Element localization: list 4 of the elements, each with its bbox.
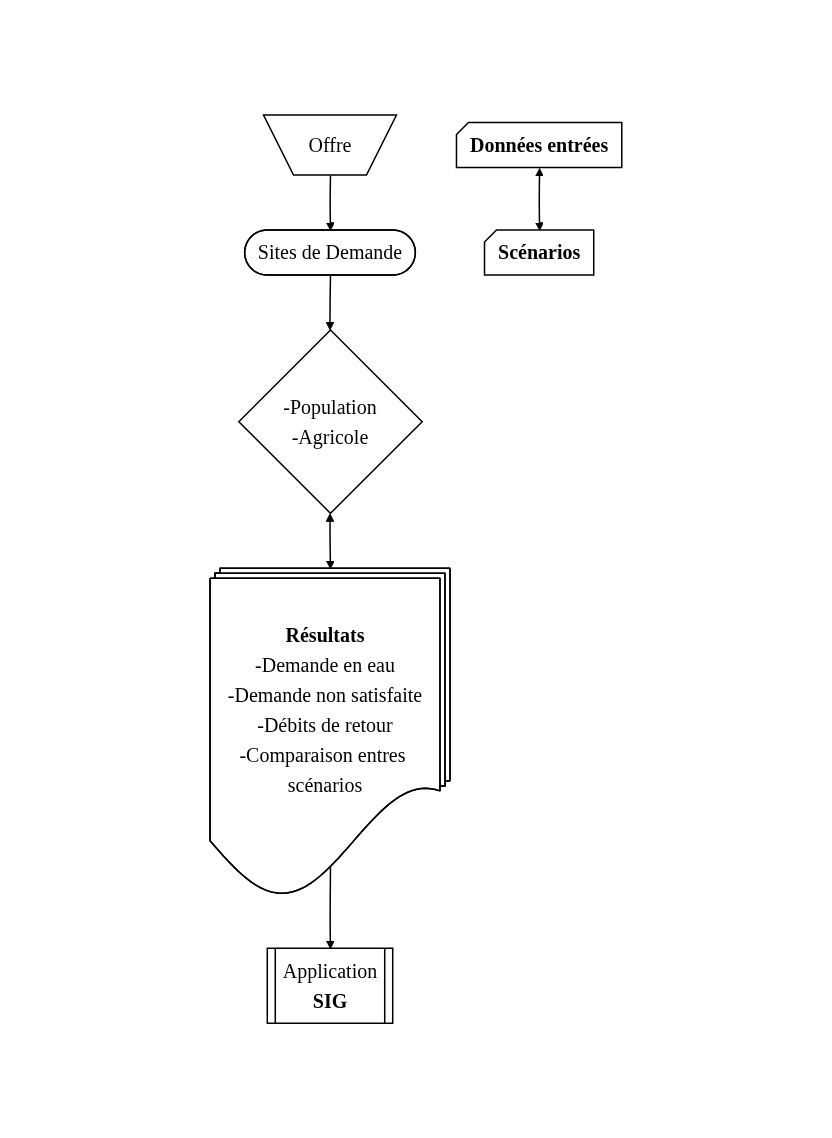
node-diamond: -Population -Agricole [237, 328, 424, 515]
arrow [535, 167, 544, 231]
arrow [326, 174, 335, 231]
arrow [325, 274, 335, 331]
